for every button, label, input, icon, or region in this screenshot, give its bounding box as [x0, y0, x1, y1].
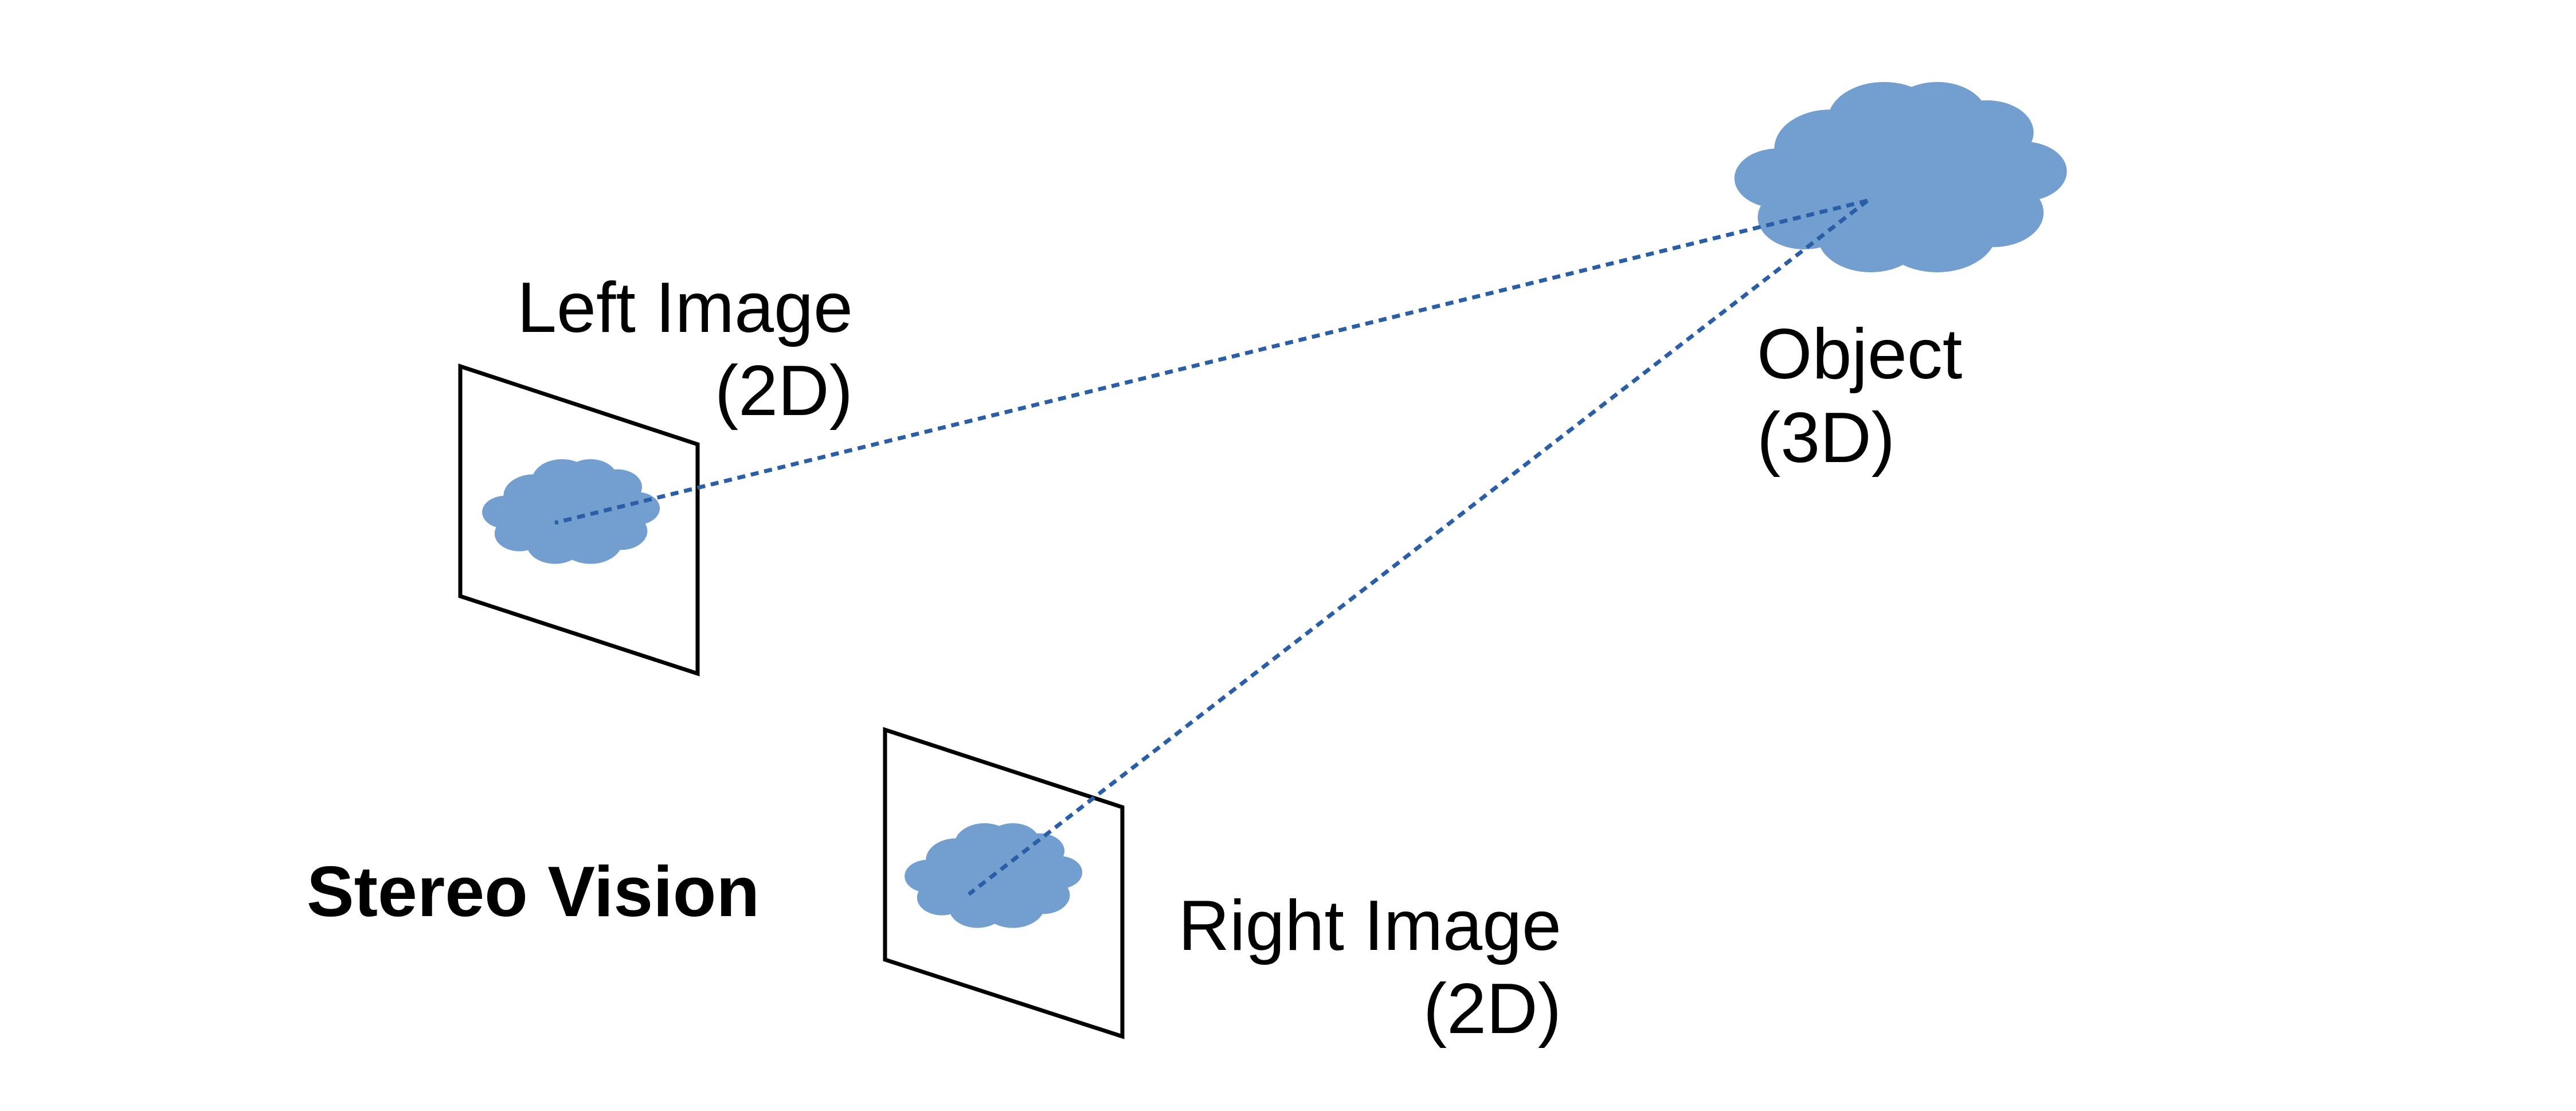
right-projection-ray — [967, 199, 1869, 896]
left-image-frame — [458, 363, 700, 676]
right-image-dimension-label: (2D) — [1423, 969, 1561, 1049]
diagram-title: Stereo Vision — [307, 852, 760, 932]
right-image-frame — [883, 727, 1125, 1039]
left-projection-ray — [554, 198, 1868, 525]
left-image-cloud — [482, 459, 660, 564]
left-image-label: Left Image — [517, 268, 853, 347]
left-image-dimension-label: (2D) — [714, 351, 853, 431]
object-label: Object — [1757, 315, 1963, 394]
right-image-label: Right Image — [1178, 886, 1561, 965]
object-cloud — [1734, 82, 2067, 272]
object-dimension-label: (3D) — [1757, 398, 1896, 478]
